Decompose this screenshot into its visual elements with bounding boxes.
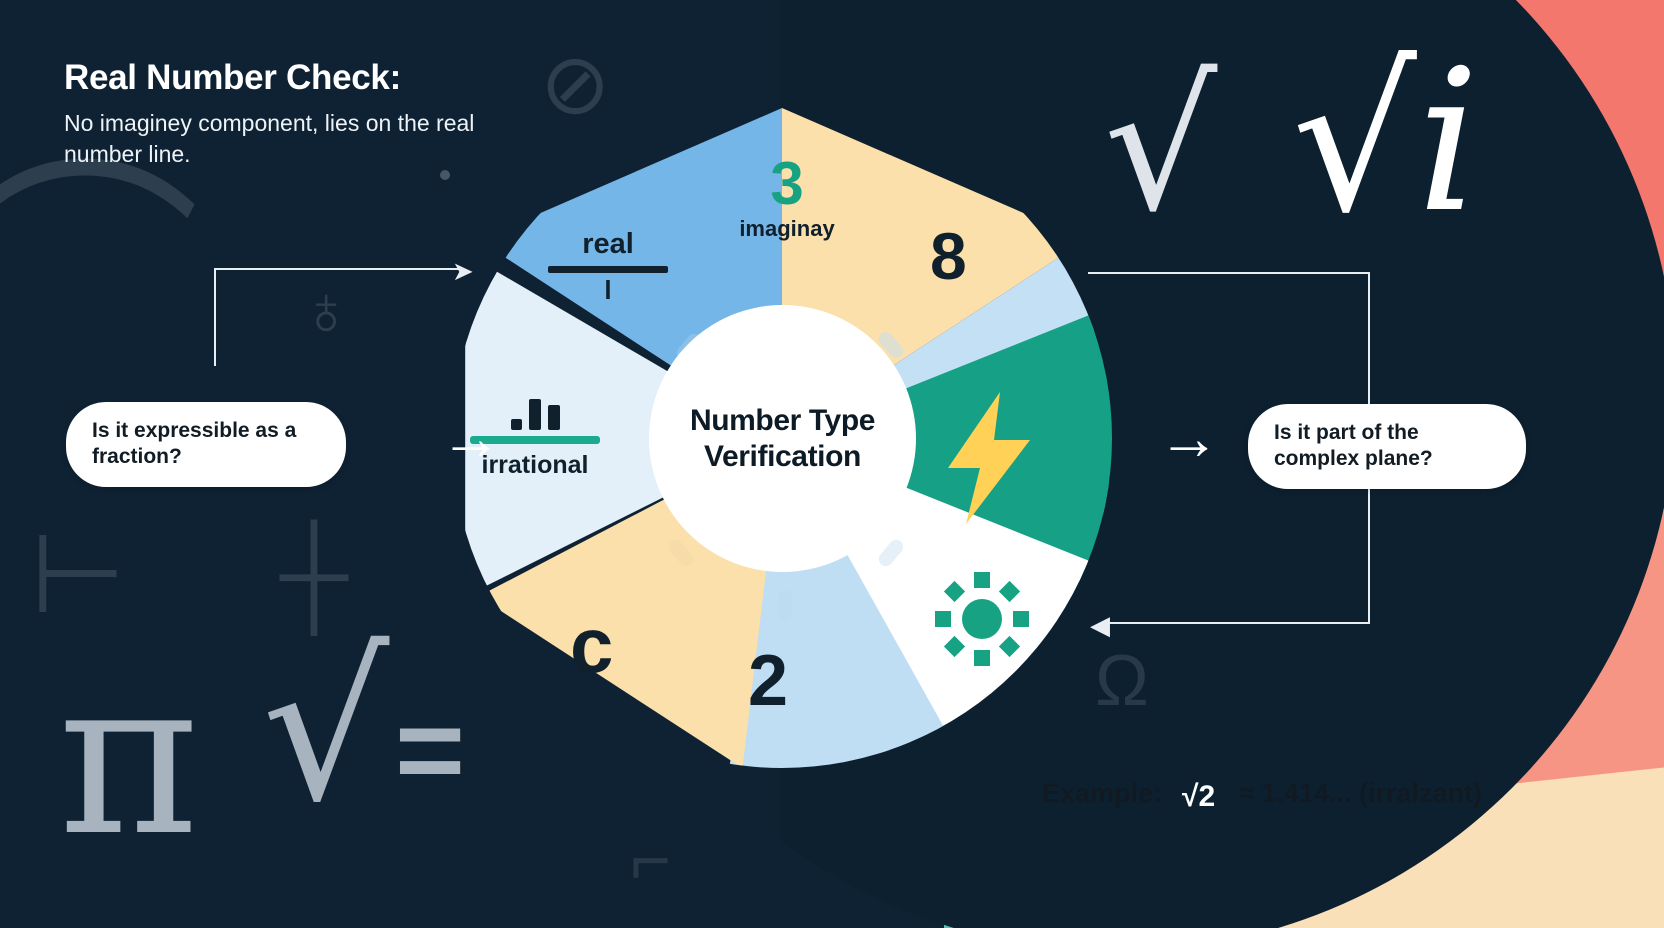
- sigma-icon: ⊘: [540, 37, 611, 131]
- arrow-right-icon-right: →: [1158, 404, 1220, 473]
- page-title: Real Number Check:: [64, 58, 401, 97]
- arrow-right-icon-left: →: [440, 404, 502, 473]
- wheel-label-two: 2: [748, 641, 789, 721]
- connector-top-right-horizontal: [1088, 272, 1370, 274]
- fraction-bar: [548, 266, 668, 273]
- sun-icon: [935, 572, 1029, 666]
- wheel-label-eight: 8: [930, 219, 967, 293]
- omega-icon: Ω: [1095, 641, 1149, 721]
- wheel-label-imaginary: 3 imaginay: [722, 150, 852, 242]
- real-numerator: real: [582, 228, 634, 260]
- phi-icon: ♁: [300, 271, 353, 349]
- imaginary-text: imaginay: [739, 216, 835, 241]
- example-suffix: ≈ 1.414... (irralzant): [1239, 778, 1483, 808]
- connector-top-left-horizontal: [214, 268, 464, 270]
- connector-arrowhead-back: ◀: [1090, 610, 1110, 640]
- irrational-rule: [470, 436, 600, 444]
- real-denominator: l: [604, 275, 612, 305]
- arc-icon: ⌒: [0, 141, 201, 408]
- wheel-tick: [777, 589, 793, 621]
- example-caption: Example: ≈ 1.414... (irralzant): [1042, 778, 1482, 809]
- callout-right[interactable]: Is it part of the complex plane?: [1248, 404, 1526, 489]
- wheel-label-real: real l: [548, 228, 668, 306]
- wheel-hub: Number Type Verification: [649, 305, 916, 572]
- radical-i-icon: √i: [1292, 28, 1480, 256]
- decor-dot: [440, 170, 450, 180]
- connector-top-left-vertical: [214, 268, 216, 366]
- example-radical: √2: [1182, 780, 1216, 813]
- connector-bottom-right-horizontal: [1108, 622, 1370, 624]
- hub-line-2: Verification: [704, 439, 861, 473]
- corner-bracket-icon: ⌐: [630, 821, 671, 899]
- callout-left[interactable]: Is it expressible as a fraction?: [66, 402, 346, 487]
- radical-gray-icon: √: [1104, 43, 1218, 250]
- example-prefix: Example:: [1042, 778, 1163, 808]
- wheel-label-c-glyph: ɔ: [570, 601, 614, 689]
- equals-symbol-icon: =: [395, 683, 466, 817]
- radical-symbol-icon: √: [262, 613, 390, 846]
- axis-icon: ⊢: [30, 513, 126, 636]
- bar-chart-icon: [470, 396, 600, 430]
- wheel-label-irrational: irrational: [470, 396, 600, 480]
- lightning-bolt-icon: [940, 392, 1036, 540]
- plus-grid-icon: ┼: [280, 521, 349, 628]
- imaginary-number: 3: [770, 150, 804, 217]
- irrational-text: irrational: [481, 451, 589, 479]
- page-subtitle: No imaginey component, lies on the real …: [64, 110, 475, 167]
- hub-line-1: Number Type: [689, 404, 876, 438]
- pi-symbol-icon: π: [58, 632, 200, 883]
